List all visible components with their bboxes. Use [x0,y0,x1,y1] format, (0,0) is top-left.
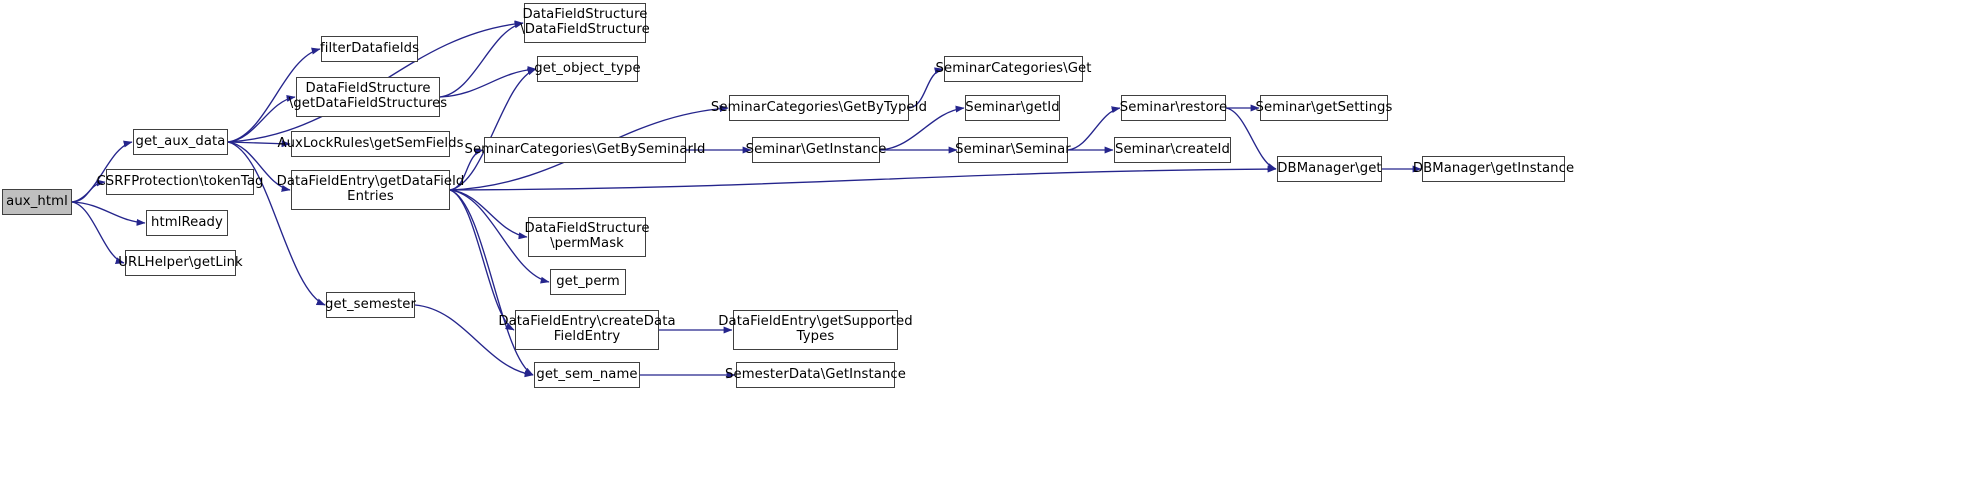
graph-node-seminar-getSettings[interactable]: Seminar\getSettings [1256,95,1392,121]
graph-node-htmlReady[interactable]: htmlReady [146,210,228,236]
graph-node-seminar-createId[interactable]: Seminar\createId [1114,137,1231,163]
graph-edge-dfs-getDataFieldStructures-to-dfs-DataFieldStructure [439,21,524,98]
graph-node-urlhelper-getLink[interactable]: URLHelper\getLink [118,250,243,276]
graph-node-get-semester[interactable]: get_semester [325,292,416,318]
graph-edge-dfe-getDataFieldEntries-to-dfe-createDataFieldEntry [449,189,515,331]
graph-node-aux-html[interactable]: aux_html [2,189,72,215]
graph-node-get-sem-name[interactable]: get_sem_name [534,362,640,388]
graph-node-dfe-createDataFieldEntry[interactable]: DataFieldEntry\createData FieldEntry [498,310,676,350]
graph-node-get-perm[interactable]: get_perm [550,269,626,295]
graph-node-dfs-DataFieldStructure[interactable]: DataFieldStructure \DataFieldStructure [520,3,650,43]
graph-node-seminar-GetInstance[interactable]: Seminar\GetInstance [746,137,886,163]
graph-node-seminar-getId[interactable]: Seminar\getId [965,95,1060,121]
graph-node-csrf-tokenTag[interactable]: CSRFProtection\tokenTag [97,169,263,195]
graph-edge-aux-html-to-htmlReady [71,201,146,226]
graph-node-sc-GetBySeminarId[interactable]: SeminarCategories\GetBySeminarId [464,137,705,163]
graph-node-dfs-getDataFieldStructures[interactable]: DataFieldStructure \getDataFieldStructur… [289,77,447,117]
graph-node-sc-Get[interactable]: SeminarCategories\Get [936,56,1091,82]
graph-edge-dfe-getDataFieldEntries-to-dbmanager-get [449,165,1277,191]
graph-edge-dfe-getDataFieldEntries-to-get-object-type [449,68,537,191]
graph-node-filterDatafields[interactable]: filterDatafields [320,36,419,62]
graph-edge-aux-html-to-urlhelper-getLink [71,201,125,264]
graph-node-dbmanager-getInstance[interactable]: DBManager\getInstance [1413,156,1574,182]
graph-node-seminar-restore[interactable]: Seminar\restore [1120,95,1227,121]
graph-node-auxlockrules-getSemFields[interactable]: AuxLockRules\getSemFields [277,131,463,157]
graph-node-dfe-getSupportedTypes[interactable]: DataFieldEntry\getSupported Types [718,310,913,350]
graph-edge-get-aux-data-to-get-semester [227,141,326,306]
graph-node-get-aux-data[interactable]: get_aux_data [133,129,228,155]
graph-node-seminar-Seminar[interactable]: Seminar\Seminar [955,137,1071,163]
graph-node-sc-GetByTypeId[interactable]: SeminarCategories\GetByTypeId [711,95,927,121]
graph-edge-dfs-getDataFieldStructures-to-get-object-type [439,66,537,98]
graph-node-dfs-permMask[interactable]: DataFieldStructure \permMask [524,217,649,257]
graph-node-semesterdata-GetInstance[interactable]: SemesterData\GetInstance [725,362,906,388]
graph-node-dbmanager-get[interactable]: DBManager\get [1277,156,1382,182]
graph-node-get-object-type[interactable]: get_object_type [534,56,641,82]
graph-edge-seminar-Seminar-to-seminar-restore [1067,106,1121,151]
graph-node-dfe-getDataFieldEntries[interactable]: DataFieldEntry\getDataField Entries [277,170,464,210]
